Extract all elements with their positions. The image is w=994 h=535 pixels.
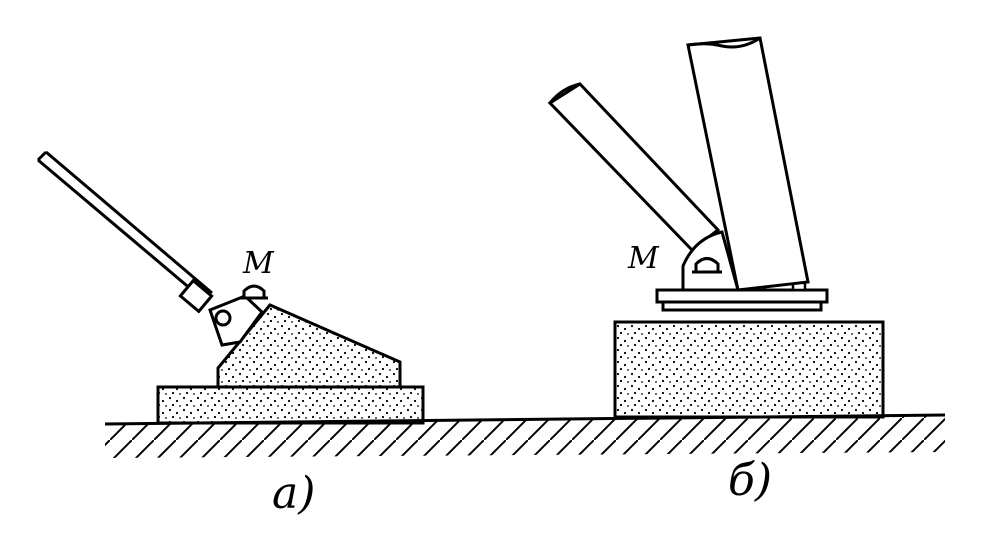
marker-label-b: М (627, 241, 660, 276)
caption-a: а) (272, 468, 315, 519)
inclined-strut (36, 150, 214, 314)
caption-b: б) (728, 455, 772, 506)
foundation-block (613, 320, 885, 419)
bolt-icon (240, 284, 268, 300)
bolt-icon (692, 257, 722, 274)
panel-a: М а) (36, 150, 425, 519)
hinge-bracket (208, 294, 264, 347)
base-plate (655, 288, 829, 312)
panel-b: М б) (547, 36, 885, 506)
column (686, 36, 810, 292)
base-slab (156, 385, 425, 425)
marker-label-a: М (242, 246, 275, 281)
inclined-brace (547, 82, 721, 253)
hinge-pin (214, 309, 232, 327)
wedge-block (216, 303, 402, 389)
